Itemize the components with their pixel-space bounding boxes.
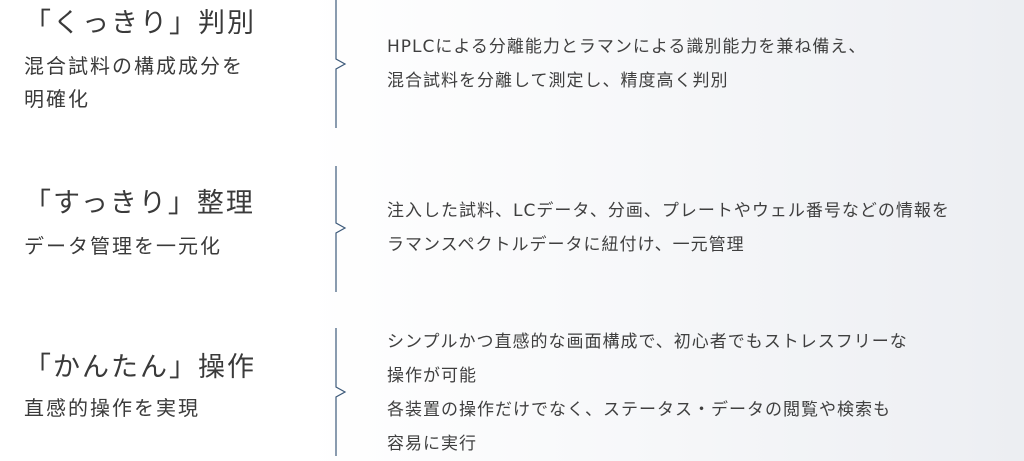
feature-description-line: ラマンスペクトルデータに紐付け、一元管理 — [387, 235, 745, 255]
feature-subtitle-line: データ管理を一元化 — [24, 234, 222, 259]
feature-subtitle: 混合試料の構成成分を 明確化 — [24, 50, 324, 116]
feature-subtitle: 直感的操作を実現 — [24, 392, 324, 425]
feature-description-line: 各装置の操作だけでなく、ステータス・データの閲覧や検索も — [387, 400, 891, 420]
feature-title: 「くっきり」判別 — [24, 8, 256, 39]
feature-description: シンプルかつ直感的な画面構成で、初心者でもストレスフリーな 操作が可能 各装置の… — [387, 325, 1017, 461]
feature-heading: 「すっきり」整理 データ管理を一元化 — [24, 166, 324, 263]
feature-subtitle-line: 混合試料の構成成分を — [24, 54, 244, 79]
feature-title: 「すっきり」整理 — [24, 188, 255, 219]
feature-subtitle: データ管理を一元化 — [24, 230, 324, 263]
feature-row-organize: 「すっきり」整理 データ管理を一元化 注入した試料、LCデータ、分画、プレートや… — [0, 166, 1024, 292]
feature-description-line: 容易に実行 — [387, 434, 477, 454]
feature-subtitle-line: 直感的操作を実現 — [24, 396, 200, 421]
feature-heading: 「くっきり」判別 混合試料の構成成分を 明確化 — [24, 0, 324, 116]
feature-description-line: シンプルかつ直感的な画面構成で、初心者でもストレスフリーな — [387, 332, 908, 352]
feature-description: 注入した試料、LCデータ、分画、プレートやウェル番号などの情報を ラマンスペクト… — [387, 194, 1017, 262]
feature-row-distinguish: 「くっきり」判別 混合試料の構成成分を 明確化 HPLCによる分離能力とラマンに… — [0, 0, 1024, 128]
chevron-divider-icon — [335, 328, 347, 456]
feature-description-line: 混合試料を分離して測定し、精度高く判別 — [387, 71, 729, 91]
feature-heading: 「かんたん」操作 直感的操作を実現 — [24, 328, 324, 425]
feature-description-line: 操作が可能 — [387, 366, 477, 386]
feature-title: 「かんたん」操作 — [24, 352, 256, 383]
feature-description-line: HPLCによる分離能力とラマンによる識別能力を兼ね備え、 — [387, 37, 867, 57]
feature-description-line: 注入した試料、LCデータ、分画、プレートやウェル番号などの情報を — [387, 201, 950, 221]
feature-description: HPLCによる分離能力とラマンによる識別能力を兼ね備え、 混合試料を分離して測定… — [387, 30, 1017, 98]
chevron-divider-icon — [335, 166, 347, 292]
feature-row-easy-operation: 「かんたん」操作 直感的操作を実現 シンプルかつ直感的な画面構成で、初心者でもス… — [0, 328, 1024, 456]
chevron-divider-icon — [335, 0, 347, 128]
feature-subtitle-line: 明確化 — [24, 87, 90, 112]
